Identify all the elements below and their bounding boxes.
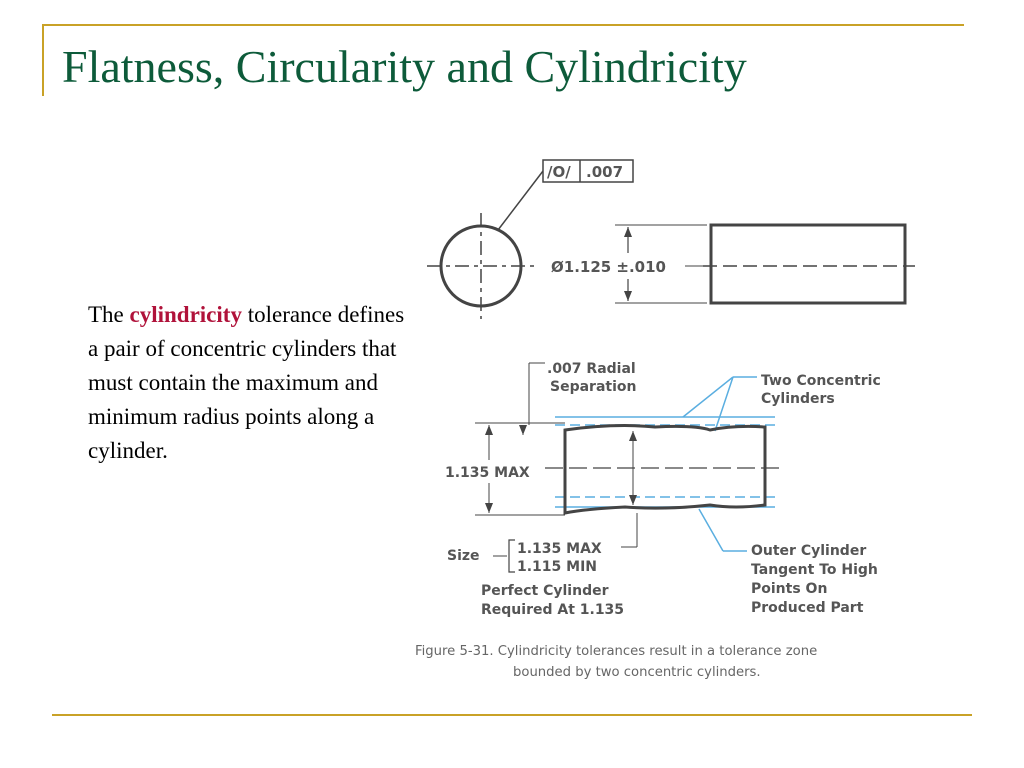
outer-cylinder-line4: Produced Part bbox=[751, 600, 864, 616]
size-min: 1.115 MIN bbox=[517, 559, 597, 575]
tolerance-zone bbox=[555, 416, 775, 508]
callout-value: .007 bbox=[586, 163, 623, 181]
callout-leader bbox=[497, 170, 544, 231]
max-dimension: 1.135 MAX bbox=[445, 465, 530, 481]
end-view-circle bbox=[427, 213, 537, 319]
body-text-before: The bbox=[88, 302, 130, 327]
two-concentric-line2: Cylinders bbox=[761, 391, 835, 407]
feature-control-frame bbox=[542, 159, 634, 183]
perfect-cylinder-line2: Required At 1.135 bbox=[481, 602, 624, 618]
figure-caption-line2: bounded by two concentric cylinders. bbox=[513, 665, 761, 680]
outer-cylinder-line3: Points On bbox=[751, 581, 827, 597]
cylindricity-figure: /O/ .007 Ø1.125 ±.010 .007 Radial Separa… bbox=[415, 135, 963, 695]
frame-top-rule bbox=[42, 24, 964, 26]
body-text-after: tolerance defines a pair of concentric c… bbox=[88, 302, 405, 463]
outer-cylinder-line2: Tangent To High bbox=[751, 562, 878, 578]
radial-sep-line1: .007 Radial bbox=[547, 361, 636, 377]
size-label: Size bbox=[447, 548, 480, 564]
produced-part-outline bbox=[563, 424, 767, 515]
figure-drawing: /O/ .007 Ø1.125 ±.010 .007 Radial Separa… bbox=[415, 159, 915, 680]
two-concentric-line1: Two Concentric bbox=[761, 373, 881, 389]
slide-title: Flatness, Circularity and Cylindricity bbox=[62, 41, 747, 92]
callout-symbol: /O/ bbox=[547, 163, 571, 181]
bottom-rule bbox=[52, 714, 972, 716]
radial-sep-line2: Separation bbox=[550, 379, 636, 395]
outer-cylinder-line1: Outer Cylinder bbox=[751, 543, 866, 559]
diameter-dimension: Ø1.125 ±.010 bbox=[551, 258, 666, 276]
frame-left-rule bbox=[42, 24, 44, 96]
side-view-cylinder bbox=[709, 223, 907, 305]
figure-caption-line1: Figure 5-31. Cylindricity tolerances res… bbox=[415, 644, 817, 659]
body-paragraph: The cylindricity tolerance defines a pai… bbox=[88, 298, 408, 468]
size-max: 1.135 MAX bbox=[517, 541, 602, 557]
perfect-cylinder-line1: Perfect Cylinder bbox=[481, 583, 609, 599]
body-keyword: cylindricity bbox=[129, 302, 242, 327]
